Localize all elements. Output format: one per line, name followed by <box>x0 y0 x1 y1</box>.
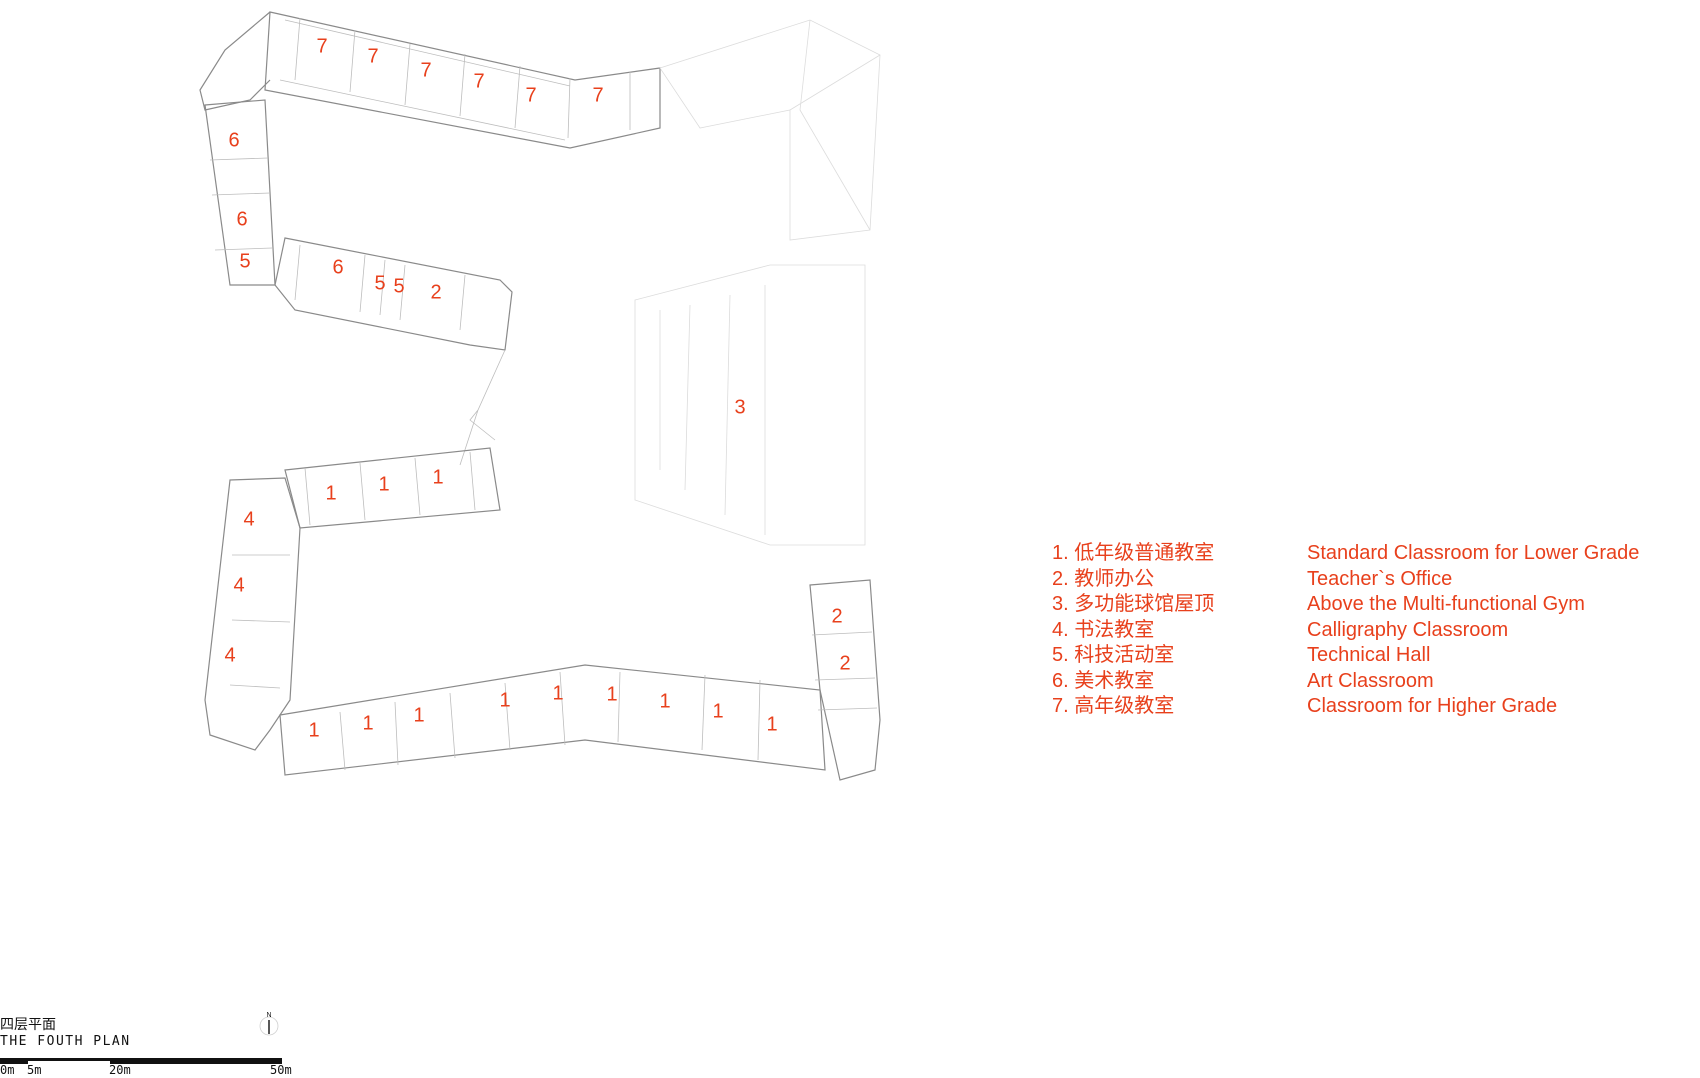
room-label: 2 <box>839 652 850 674</box>
legend-item-cn: 4. 书法教室 <box>1052 618 1155 641</box>
legend-item-cn: 6. 美术教室 <box>1052 669 1155 692</box>
room-label: 7 <box>592 84 603 106</box>
room-label: 4 <box>224 644 235 666</box>
scale-label-5: 5m <box>27 1063 42 1077</box>
legend-item-cn: 5. 科技活动室 <box>1052 644 1175 666</box>
room-label: 1 <box>308 719 319 741</box>
scale-label-20: 20m <box>109 1063 131 1077</box>
room-label: 1 <box>766 713 777 735</box>
legend-item-en: Classroom for Higher Grade <box>1307 695 1558 717</box>
room-label: 1 <box>659 690 670 712</box>
room-label: 1 <box>362 712 373 734</box>
room-label: 2 <box>831 605 842 627</box>
legend-item: 7. 高年级教室 Classroom for Higher Grade <box>1052 694 1639 720</box>
legend-item-en: Teacher`s Office <box>1307 567 1453 590</box>
legend-item-en: Standard Classroom for Lower Grade <box>1307 542 1640 564</box>
legend-item: 6. 美术教室 Art Classroom <box>1052 669 1639 695</box>
legend-item-cn: 1. 低年级普通教室 <box>1052 542 1215 564</box>
legend-item: 1. 低年级普通教室 Standard Classroom for Lower G… <box>1052 541 1639 567</box>
legend-item-en: Art Classroom <box>1307 669 1434 692</box>
room-label: 1 <box>499 689 510 711</box>
gym-roof <box>634 264 866 546</box>
wing-left-lower <box>204 447 501 751</box>
wing-top <box>199 11 881 241</box>
legend-item-en: Above the Multi-functional Gym <box>1307 593 1585 615</box>
room-label: 5 <box>374 272 385 294</box>
legend-item-cn: 7. 高年级教室 <box>1052 695 1175 717</box>
room-label: 1 <box>712 700 723 722</box>
legend-item: 5. 科技活动室 Technical Hall <box>1052 643 1639 669</box>
room-label: 1 <box>413 704 424 726</box>
room-label: 4 <box>233 574 244 596</box>
scale-bar <box>0 1058 282 1064</box>
wing-bottom <box>279 579 881 781</box>
plan-title-cn: 四层平面 <box>0 1017 56 1033</box>
room-label: 7 <box>525 84 536 106</box>
room-label: 6 <box>228 129 239 151</box>
wing-middle <box>274 237 513 466</box>
legend: 1. 低年级普通教室 Standard Classroom for Lower G… <box>1052 541 1639 720</box>
legend-item-en: Technical Hall <box>1307 644 1431 666</box>
room-label: 6 <box>236 208 247 230</box>
north-label: N <box>266 1012 271 1019</box>
room-label: 7 <box>420 59 431 81</box>
plan-title-en: THE FOUTH PLAN <box>0 1034 131 1049</box>
room-label: 1 <box>325 482 336 504</box>
room-label: 5 <box>239 250 250 272</box>
room-label: 6 <box>332 256 343 278</box>
north-arrow-icon: N <box>259 1012 279 1036</box>
legend-item-en: Calligraphy Classroom <box>1307 618 1509 641</box>
scale-label-50: 50m <box>270 1063 292 1077</box>
room-label: 2 <box>430 281 441 303</box>
room-label: 7 <box>316 35 327 57</box>
room-label: 4 <box>243 508 254 530</box>
legend-item-cn: 2. 教师办公 <box>1052 567 1155 590</box>
room-label: 7 <box>367 45 378 67</box>
legend-item: 3. 多功能球馆屋顶 Above the Multi-functional Gym <box>1052 592 1639 618</box>
room-label: 3 <box>734 396 745 418</box>
room-label: 5 <box>393 275 404 297</box>
legend-item: 2. 教师办公 Teacher`s Office <box>1052 567 1639 593</box>
room-label: 1 <box>606 683 617 705</box>
legend-item: 4. 书法教室 Calligraphy Classroom <box>1052 618 1639 644</box>
legend-item-cn: 3. 多功能球馆屋顶 <box>1052 593 1215 615</box>
room-label: 1 <box>378 473 389 495</box>
scale-label-0: 0m <box>0 1063 15 1077</box>
room-label: 1 <box>552 682 563 704</box>
room-label: 7 <box>473 70 484 92</box>
room-label: 1 <box>432 466 443 488</box>
